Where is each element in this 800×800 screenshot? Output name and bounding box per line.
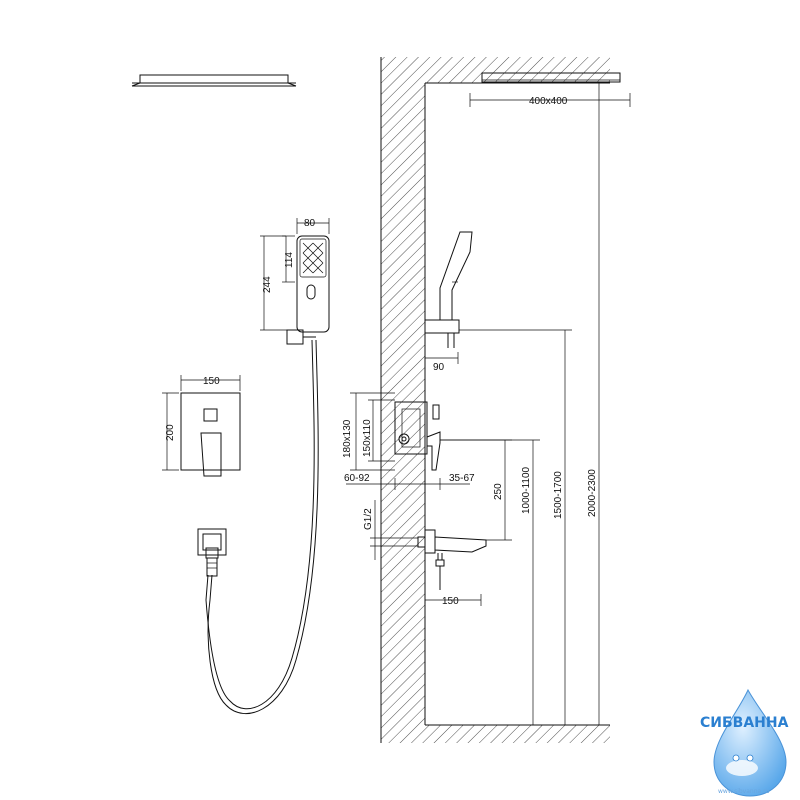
ceiling-shower: 400x400 [469, 72, 631, 107]
shower-hose [205, 339, 319, 715]
box-inner-label: 150x110 [362, 419, 373, 457]
wall-section [380, 57, 610, 743]
height-dims: 1000-1100 1500-1700 2000-2300 [440, 81, 620, 726]
mixer-spout-label: 250 [493, 483, 504, 500]
h-overhead-label: 2000-2300 [587, 469, 598, 517]
brand-logo: СИБВАННА www.sibvanna.ru [700, 688, 789, 797]
handshower-head-height-label: 114 [284, 252, 295, 268]
brand-url: www.sibvanna.ru [718, 788, 770, 795]
concealed-box [394, 401, 441, 471]
handshower-total-height-label: 244 [262, 276, 273, 293]
brand-name: СИБВАННА [700, 715, 789, 731]
thread-label: G1/2 [363, 508, 374, 530]
embed-depth-label: 60-92 [344, 473, 370, 484]
box-dims: 180x130 150x110 60-92 35-67 [342, 392, 475, 490]
panel-width-label: 150 [203, 376, 220, 387]
spout-length-label: 150 [442, 596, 459, 607]
wall-outlet [197, 528, 227, 577]
nozzle-grid [302, 242, 324, 274]
protrusion-label: 35-67 [449, 473, 475, 484]
overhead-size-label: 400x400 [529, 96, 568, 107]
mixer-panel-front: 150 200 [162, 375, 241, 477]
h-mixer-label: 1000-1100 [521, 466, 532, 514]
holder-offset-label: 90 [433, 362, 445, 373]
hand-shower [286, 235, 330, 345]
handshower-width-label: 80 [304, 218, 316, 229]
h-holder-label: 1500-1700 [553, 471, 564, 519]
handshower-dims: 80 114 244 [260, 218, 330, 331]
panel-height-label: 200 [165, 424, 176, 441]
box-outer-label: 180x130 [342, 419, 353, 458]
overhead-shower-side [131, 74, 297, 87]
bath-spout: G1/2 150 [363, 500, 487, 607]
wall-handshower: 90 [424, 231, 473, 373]
